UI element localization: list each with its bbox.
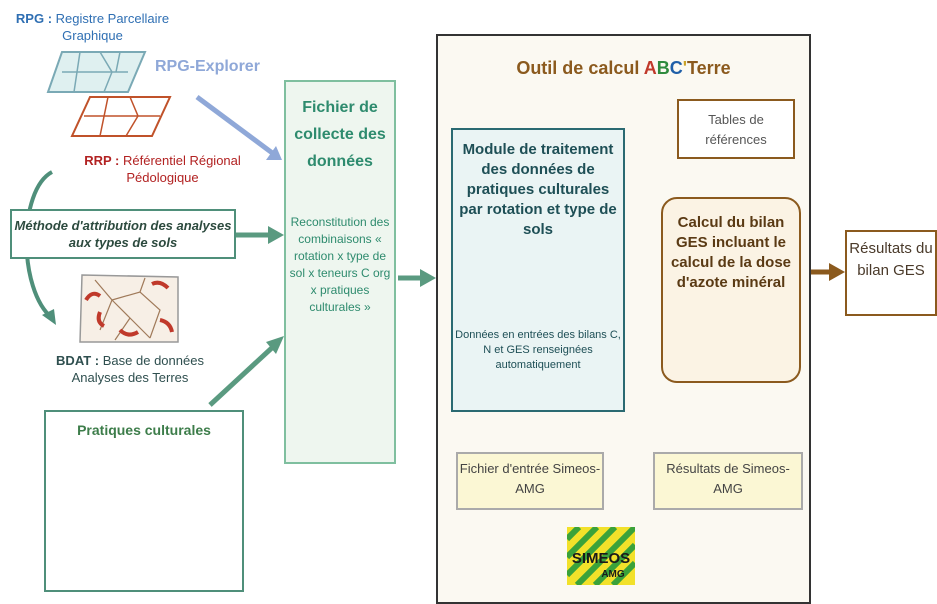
- fichier-collecte-box: Fichier de collecte des données Reconsti…: [284, 80, 396, 464]
- module-title: Module de traitement des données de prat…: [459, 141, 617, 238]
- fichier-title: Fichier de collecte des données: [294, 99, 386, 170]
- method-text: Méthode d'attribution des analyses aux t…: [14, 218, 232, 250]
- simeos-logo-text: SIMEOS: [572, 550, 630, 567]
- pratiques-title: Pratiques culturales: [77, 422, 211, 438]
- rpg-label: RPG : Registre Parcellaire Graphique: [0, 10, 185, 44]
- bdat-label: BDAT : Base de données Analyses des Terr…: [40, 352, 220, 386]
- rrp-abbr: RRP: [84, 153, 112, 168]
- bdat-soil-map: [79, 274, 179, 343]
- resultats-bilan-text: Résultats du bilan GES: [849, 240, 933, 279]
- rrp-sep: :: [111, 153, 123, 168]
- bdat-sep: :: [91, 353, 103, 368]
- abc-letter-c: C: [669, 58, 683, 78]
- rpg-parcel-map: [46, 51, 172, 137]
- outil-arrowhead: [420, 269, 436, 287]
- simeos-logo-graphic: SIMEOS AMG: [564, 524, 638, 588]
- fichier-body: Reconstitution des combinaisons « rotati…: [289, 215, 391, 314]
- abc-letter-b: B: [656, 58, 670, 78]
- module-body: Données en entrées des bilans C, N et GE…: [455, 329, 621, 371]
- method-arrowhead: [268, 226, 284, 244]
- rpg-to-fichier-arrow: [195, 94, 277, 158]
- rpg-explorer-label: RPG-Explorer: [155, 58, 260, 75]
- pratiques-box: Pratiques culturales: [44, 410, 244, 592]
- resultats-simeos-text: Résultats de Simeos-AMG: [666, 461, 790, 496]
- rpg-rest: Registre Parcellaire Graphique: [55, 11, 170, 43]
- calcul-bilan-box: Calcul du bilan GES incluant le calcul d…: [661, 197, 801, 383]
- rpg-arrowhead: [266, 146, 282, 160]
- fichier-entree-text: Fichier d'entrée Simeos-AMG: [459, 461, 601, 496]
- curve-arrowhead: [42, 309, 56, 325]
- tables-references-box: Tables de références: [677, 99, 795, 159]
- outil-title-prefix: Outil de calcul: [516, 58, 644, 78]
- simeos-logo-sub: AMG: [601, 569, 625, 580]
- method-box: Méthode d'attribution des analyses aux t…: [10, 209, 236, 259]
- abc-letter-a: A: [643, 58, 657, 78]
- bdat-abbr: BDAT: [56, 353, 92, 368]
- bdat-rest: Base de données Analyses des Terres: [71, 353, 204, 385]
- calcul-text: Calcul du bilan GES incluant le calcul d…: [670, 214, 792, 291]
- simeos-logo: SIMEOS AMG: [564, 524, 638, 588]
- pratiques-arrowhead: [266, 336, 284, 354]
- pratiques-to-fichier-arrow: [208, 343, 277, 407]
- resultats-bilan-box: Résultats du bilan GES: [845, 230, 937, 316]
- rrp-rest: Référentiel Régional Pédologique: [122, 153, 241, 185]
- abc-prime: ': [682, 58, 687, 78]
- rpg-sep: :: [44, 11, 56, 26]
- module-traitement-box: Module de traitement des données de prat…: [451, 128, 625, 412]
- calcul-arrowhead: [829, 263, 845, 281]
- outil-title: Outil de calcul ABC'Terre: [438, 58, 809, 79]
- rpg-abbr: RPG: [15, 11, 45, 26]
- rrp-label: RRP : Référentiel Régional Pédologique: [55, 152, 270, 186]
- fichier-entree-simeos-doc: Fichier d'entrée Simeos-AMG: [456, 452, 604, 510]
- resultats-simeos-doc: Résultats de Simeos-AMG: [653, 452, 803, 510]
- abc-terre: Terre: [686, 58, 731, 78]
- tables-references-text: Tables de références: [705, 112, 767, 147]
